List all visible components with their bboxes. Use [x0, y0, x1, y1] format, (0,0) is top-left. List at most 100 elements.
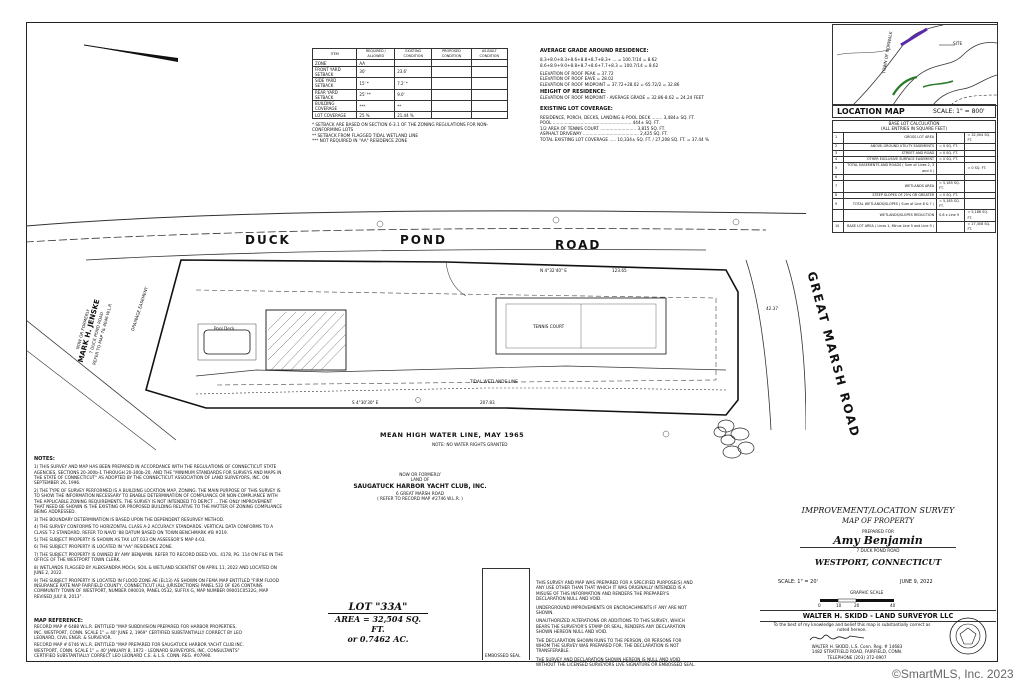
lot-area: AREA = 32,504 SQ. FT.	[328, 613, 428, 634]
cov-2: POOL ...................................…	[540, 120, 660, 126]
zoning-header-cell: REQUIRED / ALLOWED	[356, 47, 396, 61]
lot-label: LOT "33A"	[348, 602, 408, 613]
bearing-bottom: S 4°30'30" E	[352, 400, 379, 405]
zoning-note: * SETBACK ARE BASED ON SECTION 6-3.1 OF …	[312, 121, 489, 133]
tidal-wetlands-label: TIDAL WETLANDS LINE	[470, 379, 518, 384]
title-line1: IMPROVEMENT/LOCATION SURVEY	[801, 506, 955, 515]
gs-tick-40: 40	[890, 603, 896, 608]
firm-address: 1482 STRATFIELD ROAD, FAIRFIELD, CONN.	[811, 649, 903, 655]
lot-calc-cell	[964, 191, 996, 200]
certification-item: THE SURVEY AND DECLARATION SHOWN HEREON …	[536, 656, 696, 668]
lot-calc-cell	[964, 197, 996, 211]
note-item: 2) THE TYPE OF SURVEY PERFORMED IS A BUI…	[34, 487, 282, 515]
lot-calc-title-text: BASE LOT CALCULATION	[888, 121, 940, 126]
client-name: Amy Benjamin	[833, 534, 923, 548]
zoning-note: ** SETBACK FROM FLAGGED TIDAL WETLAND LI…	[312, 132, 419, 138]
bottom-owner-name: SAUGATUCK HARBOR YACHT CLUB, INC.	[353, 482, 487, 490]
roof-mid: ELEVATION OF ROOF MIDPOINT = 37.72+28.02…	[540, 81, 680, 87]
zoning-cell	[431, 77, 472, 90]
certifications: THIS SURVEY AND MAP WAS PREPARED FOR A S…	[536, 580, 696, 671]
notes-block: NOTES: 1) THIS SURVEY AND MAP HAS BEEN P…	[34, 456, 284, 599]
lot-calc-cell: 10	[832, 220, 844, 234]
note-item: 4) THE SURVEY CONFORMS TO HORIZONTAL CLA…	[34, 524, 274, 535]
lot-calc-cell: 9	[832, 197, 844, 211]
declaration: To the best of my knowledge and belief t…	[773, 622, 931, 633]
zoning-cell	[470, 88, 509, 102]
lot-calc-cell: 5	[832, 162, 844, 175]
certification-item: UNDERGROUND IMPROVEMENTS OR ENCROACHMENT…	[536, 604, 687, 616]
bottom-owner-l1: NOW OR FORMERLY	[399, 472, 441, 477]
lot-calc-cell: = 5,185 SQ. FT.	[936, 180, 966, 193]
zoning-cell	[470, 111, 509, 119]
avg-grade-line-1: 8.3+8.0+8.3+8.6+8.8+8.7+8.3+ ... = 100.7…	[540, 57, 657, 63]
gs-tick-10: 10	[836, 603, 842, 608]
cov-1: RESIDENCE, PORCH, DECKS, LANDING & POOL …	[540, 115, 695, 121]
lot-calc-cell: = 5,186 SQ. FT.	[964, 209, 996, 222]
zoning-cell	[470, 99, 509, 113]
note-item: 5) THE SUBJECT PROPERTY IS SHOWN AS TAX …	[34, 537, 206, 543]
roof-peak: ELEVATION OF ROOF PEAK = 37.72	[540, 71, 614, 77]
smartmls-watermark: ©SmartMLS, Inc. 2023	[892, 667, 1014, 681]
map-reference: MAP REFERENCE: RECORD MAP # 6488 W.L.R. …	[34, 618, 244, 659]
road-word-2: POND	[400, 233, 447, 247]
lot-calc-cell: 0.8 x Line 9	[936, 209, 966, 222]
lot-area-block: LOT "33A" AREA = 32,504 SQ. FT. or 0.746…	[328, 602, 428, 644]
signer: WALTER H. SKIDD, L.S. Conn. Reg. # 14683	[811, 644, 903, 649]
certification-item: THE DECLARATION SHOWN RUNS TO THE PERSON…	[536, 637, 682, 654]
signature-icon	[809, 634, 865, 641]
roof-eave: ELEVATION OF ROOF EAVE = 28.02	[540, 76, 614, 82]
avg-grade-line-2: 8.6+8.9+9.0+8.8+8.7+8.6+7.7+8.3 = 100.7/…	[540, 62, 659, 68]
map-ref-1: RECORD MAP # 6488 W.L.R. ENTITLED "MAP S…	[34, 624, 242, 641]
tennis-court-label: TENNIS COURT	[533, 324, 565, 329]
zoning-cell: 30'	[356, 65, 396, 79]
lot-calc-cell	[936, 131, 966, 145]
zoning-cell	[431, 65, 472, 79]
lot-calc-cell	[964, 155, 996, 164]
zoning-cell	[431, 111, 472, 119]
zoning-cell: SIDE YARD SETBACK	[311, 77, 358, 90]
title-block: IMPROVEMENT/LOCATION SURVEY MAP OF PROPE…	[760, 506, 996, 585]
lot-calc-cell: BASE LOT AREA ( Lines 1, Minus Line 5 an…	[842, 220, 938, 234]
lot-calc-cell	[964, 180, 996, 193]
gs-tick-20: 20	[854, 603, 860, 608]
note-item: 1) THIS SURVEY AND MAP HAS BEEN PREPARED…	[34, 464, 282, 486]
town: WESTPORT, CONNECTICUT	[814, 556, 942, 567]
gs-tick-0: 0	[818, 603, 821, 608]
certification-item: UNAUTHORIZED ALTERATIONS OR ADDITIONS TO…	[536, 618, 686, 635]
lot-calc-cell: = 27,308 SQ. FT.	[964, 220, 996, 234]
signer-block: WALTER H. SKIDD, L.S. Conn. Reg. # 14683…	[782, 644, 932, 660]
zoning-header-cell: AS-BUILT CONDITION	[470, 47, 509, 61]
location-map-title: LOCATION MAP	[837, 107, 905, 116]
north-arrow-icon	[83, 44, 179, 62]
zoning-cell: LOT COVERAGE	[311, 111, 358, 119]
dist-3: 42.37	[766, 306, 778, 311]
zoning-cell	[470, 65, 509, 79]
zoning-cell	[431, 88, 472, 102]
dist-2: 207.83	[480, 400, 495, 405]
plan-scale: SCALE: 1" = 20'	[778, 579, 818, 585]
road-word-1: DUCK	[245, 233, 291, 247]
coverage-title: EXISTING LOT COVERAGE:	[540, 105, 613, 112]
zoning-row: BUILDING COVERAGE*****	[311, 99, 509, 113]
location-map: SITE TOWN OF NORWALK	[832, 24, 998, 106]
title-line2: MAP OF PROPERTY	[842, 517, 914, 525]
zoning-note: *** NOT REQUIRED IN "AA" RESIDENCE ZONE	[312, 138, 408, 144]
lot-calc-cell: WETLANDS/SLOPES REDUCTION	[842, 209, 938, 222]
lot-acres: or 0.7462 AC.	[347, 634, 409, 644]
bottom-owner-ref: ( REFER TO RECORD MAP #2746 W.L.R. )	[377, 496, 463, 502]
location-map-scale: SCALE: 1" = 800'	[933, 108, 985, 115]
zoning-cell: ***	[356, 99, 396, 113]
map-ref-2: RECORD MAP # 6746 W.L.R. ENTITLED "MAP P…	[34, 642, 244, 659]
pool-deck-label: Pool Deck	[214, 326, 235, 331]
zoning-notes: * SETBACK ARE BASED ON SECTION 6-3.1 OF …	[312, 122, 512, 144]
note-item: 8) WETLANDS FLAGGED BY ALEKSANDRA MOCH, …	[34, 564, 277, 576]
location-map-drawing	[836, 25, 997, 105]
bottom-owner-l2: LAND OF	[410, 477, 430, 483]
